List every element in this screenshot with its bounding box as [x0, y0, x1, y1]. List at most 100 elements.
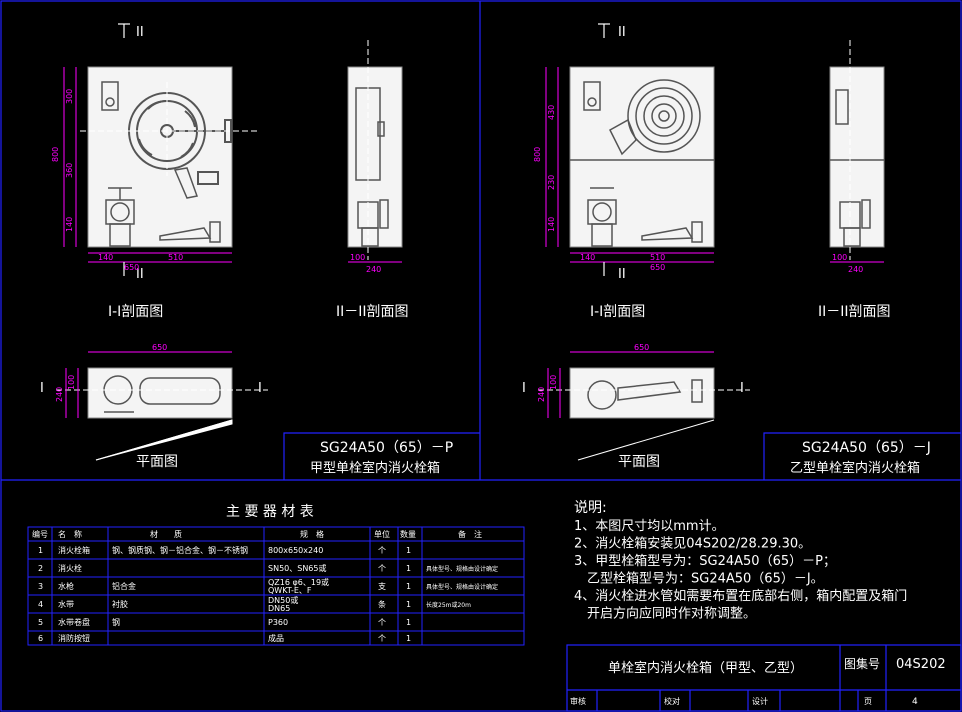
table-cell: DN65	[268, 604, 290, 613]
left-model-name: 甲型单栓室内消火栓箱	[310, 460, 440, 476]
table-cell: 1	[406, 634, 411, 643]
right-view2-title: II－II剖面图	[818, 304, 891, 320]
table-header-cell: 规 格	[300, 529, 324, 539]
left-front-view	[80, 66, 258, 248]
table-cell: 1	[406, 546, 411, 555]
left-section-mark-bottom: II	[136, 267, 144, 282]
right-front-view	[569, 66, 715, 248]
left-dimension-lines	[63, 67, 402, 418]
table-cell: 个	[378, 546, 386, 555]
title-block-atlas-label: 图集号	[844, 656, 880, 671]
left-dim-side-w: 240	[366, 265, 381, 274]
table-cell: 800x650x240	[268, 546, 323, 555]
title-block-page-no: 4	[912, 697, 918, 707]
table-cell: 支	[378, 581, 386, 591]
left-side-view	[347, 40, 403, 260]
right-dim-h2: 230	[547, 175, 556, 190]
title-block-check: 校对	[664, 696, 680, 706]
materials-table-title: 主 要 器 材 表	[226, 504, 314, 520]
left-dim-h-total: 800	[51, 147, 60, 162]
right-dim-w2: 510	[650, 253, 665, 262]
materials-table-grid	[27, 526, 525, 646]
left-dim-side-a: 100	[350, 253, 365, 262]
left-view2-title: II－II剖面图	[336, 304, 409, 320]
title-block-review: 审核	[570, 696, 586, 706]
table-cell: 个	[378, 618, 386, 627]
right-dim-h1: 430	[547, 105, 556, 120]
title-block-title: 单栓室内消火栓箱（甲型、乙型）	[608, 660, 803, 676]
note-line: 4、消火栓进水管如需要布置在底部右侧，箱内配置及箱门	[574, 588, 907, 604]
right-dim-h-total: 800	[533, 147, 542, 162]
left-dim-h2: 360	[65, 163, 74, 178]
table-cell: 衬胶	[112, 599, 128, 609]
table-header-cell: 材 质	[150, 529, 182, 539]
table-cell: 1	[38, 546, 43, 555]
table-cell: QZ16 φ6、19或	[268, 577, 329, 587]
left-plan-title: 平面图	[136, 454, 178, 470]
note-line: 1、本图尺寸均以mm计。	[574, 519, 725, 534]
right-model-name: 乙型单栓室内消火栓箱	[790, 460, 920, 476]
title-block-design: 设计	[752, 696, 768, 706]
table-cell: 个	[378, 564, 386, 573]
right-dim-w1: 140	[580, 253, 595, 262]
right-dim-plan-a: 100	[549, 375, 558, 390]
title-block-page-label: 页	[864, 697, 872, 706]
table-cell: 具体型号、规格由设计确定	[426, 565, 498, 573]
table-cell: 4	[38, 600, 43, 609]
right-plan-view	[538, 367, 750, 461]
table-header-cell: 数量	[400, 529, 416, 539]
table-cell: 钢、钢质钢、钢－铝合金、钢－不锈钢	[112, 545, 248, 555]
table-cell: SN50、SN65或	[268, 563, 326, 573]
right-plan-title: 平面图	[618, 454, 660, 470]
table-cell: 2	[38, 564, 43, 573]
right-dim-h3: 140	[547, 217, 556, 232]
table-cell: P360	[268, 618, 288, 627]
section-marker-lines	[118, 23, 610, 276]
note-line: 乙型栓箱型号为：SG24A50（65）－J。	[574, 571, 824, 587]
table-cell: 水带卷盘	[58, 617, 90, 627]
note-line: 2、消火栓箱安装见04S202/28.29.30。	[574, 536, 811, 552]
table-cell: 消火栓	[58, 563, 82, 573]
table-cell: 消防按钮	[58, 633, 90, 643]
right-section-mark-top: II	[618, 25, 626, 40]
left-dim-plan-w: 650	[152, 343, 167, 352]
table-cell: 5	[38, 618, 43, 627]
table-cell: 消火栓箱	[58, 545, 90, 555]
right-dim-plan-w: 650	[634, 343, 649, 352]
right-model: SG24A50（65）－J	[802, 440, 931, 456]
table-cell: 3	[38, 582, 43, 591]
left-dim-w-total: 650	[124, 263, 139, 272]
left-plan-view	[56, 367, 268, 461]
right-dim-side-a: 100	[832, 253, 847, 262]
right-dim-side-w: 240	[848, 265, 863, 274]
right-dim-w-total: 650	[650, 263, 665, 272]
left-dim-w2: 510	[168, 253, 183, 262]
table-cell: 1	[406, 600, 411, 609]
table-cell: 条	[378, 599, 386, 609]
left-plan-mark-right: I	[258, 381, 262, 396]
table-cell: 具体型号、规格由设计确定	[426, 583, 498, 591]
table-header-cell: 名 称	[58, 529, 82, 539]
right-section-mark-bottom: II	[618, 267, 626, 282]
right-view1-title: I-I剖面图	[590, 304, 645, 320]
left-dim-h3: 140	[65, 217, 74, 232]
table-cell: 铝合金	[112, 581, 136, 591]
table-cell: 6	[38, 634, 43, 643]
note-line: 开启方向应同时作对称调整。	[574, 606, 756, 622]
table-cell: 水枪	[58, 581, 74, 591]
table-cell: QWKT-E、F	[268, 586, 312, 595]
right-dim-plan-h: 240	[537, 387, 546, 402]
table-cell: 钢	[112, 617, 120, 627]
left-model: SG24A50（65）－P	[320, 440, 453, 456]
right-dimension-lines	[545, 67, 884, 418]
table-cell: 水带	[58, 599, 74, 609]
table-cell: 1	[406, 582, 411, 591]
right-plan-mark-left: I	[522, 381, 526, 396]
table-cell: DN50或	[268, 595, 298, 605]
right-plan-mark-right: I	[740, 381, 744, 396]
left-section-mark-top: II	[136, 25, 144, 40]
right-side-view	[829, 40, 885, 260]
left-dim-plan-a: 100	[67, 375, 76, 390]
